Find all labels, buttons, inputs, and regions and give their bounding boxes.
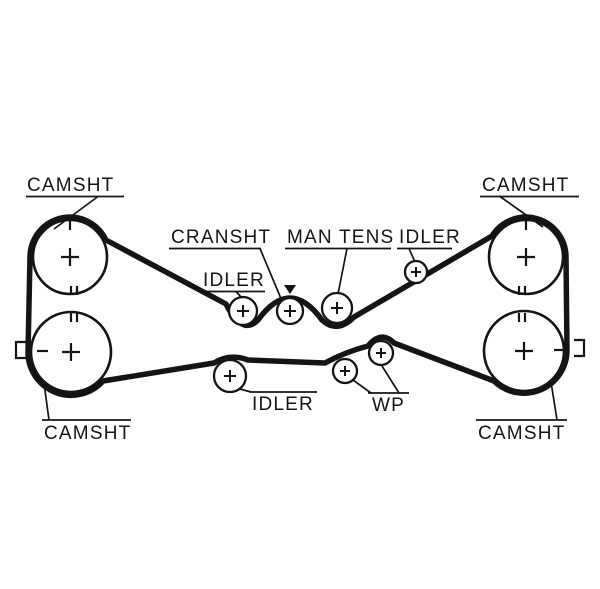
leader-line — [53, 195, 99, 230]
alignment-marks-right — [517, 286, 527, 322]
leader-line — [408, 248, 416, 263]
leader-line — [499, 195, 544, 228]
label-manual-tensioner: MAN TENS — [285, 227, 394, 295]
pulley-lower-tensioner — [367, 339, 395, 367]
pulley-idler-upper-mid — [227, 295, 259, 327]
belt-direction-arrow-icon — [284, 285, 296, 294]
leader-line — [550, 381, 558, 421]
pulley-water-pump — [331, 357, 359, 385]
label-text: WP — [372, 395, 405, 416]
label-camshaft-bottom-left: CAMSHT — [42, 382, 131, 444]
leader-line — [352, 379, 372, 394]
label-text: IDLER — [252, 394, 314, 415]
pulley-idler-upper-right — [403, 259, 429, 285]
leader-line — [381, 365, 400, 394]
label-water-pump: WP — [352, 365, 409, 416]
label-crankshaft: CRANSHT — [169, 227, 283, 302]
label-idler-lower: IDLER — [239, 388, 317, 415]
label-idler-upper-mid: IDLER — [201, 270, 265, 299]
leader-line — [337, 248, 348, 295]
label-camshaft-bottom-right: CAMSHT — [476, 381, 567, 444]
alignment-marks-left — [69, 286, 79, 322]
label-text: MAN TENS — [287, 227, 394, 248]
pulley-camshaft-bottom-left — [29, 310, 113, 394]
leader-line — [235, 290, 243, 299]
label-camshaft-top-left: CAMSHT — [26, 175, 124, 230]
pulley-camshaft-bottom-right — [482, 309, 566, 393]
label-text: CAMSHT — [44, 423, 131, 444]
label-text: CAMSHT — [27, 175, 114, 196]
leader-line — [239, 388, 252, 393]
pulley-camshaft-top-left — [31, 218, 109, 296]
leader-line — [259, 248, 283, 302]
label-text: CAMSHT — [482, 175, 569, 196]
label-text: CRANSHT — [171, 227, 271, 248]
timing-belt — [25, 214, 570, 399]
label-text: IDLER — [203, 270, 265, 291]
pulley-camshaft-top-right — [487, 218, 565, 296]
leader-line — [43, 382, 50, 421]
engine-edge-bracket-right-icon — [574, 338, 586, 358]
label-idler-upper-right: IDLER — [397, 227, 461, 263]
engine-edge-bracket-left-icon — [14, 340, 26, 360]
label-text: IDLER — [399, 227, 461, 248]
pulley-manual-tensioner — [320, 291, 354, 325]
label-camshaft-top-right: CAMSHT — [480, 175, 579, 228]
pulley-idler-lower — [212, 358, 248, 394]
pulley-crankshaft — [275, 296, 305, 326]
label-text: CAMSHT — [478, 423, 565, 444]
